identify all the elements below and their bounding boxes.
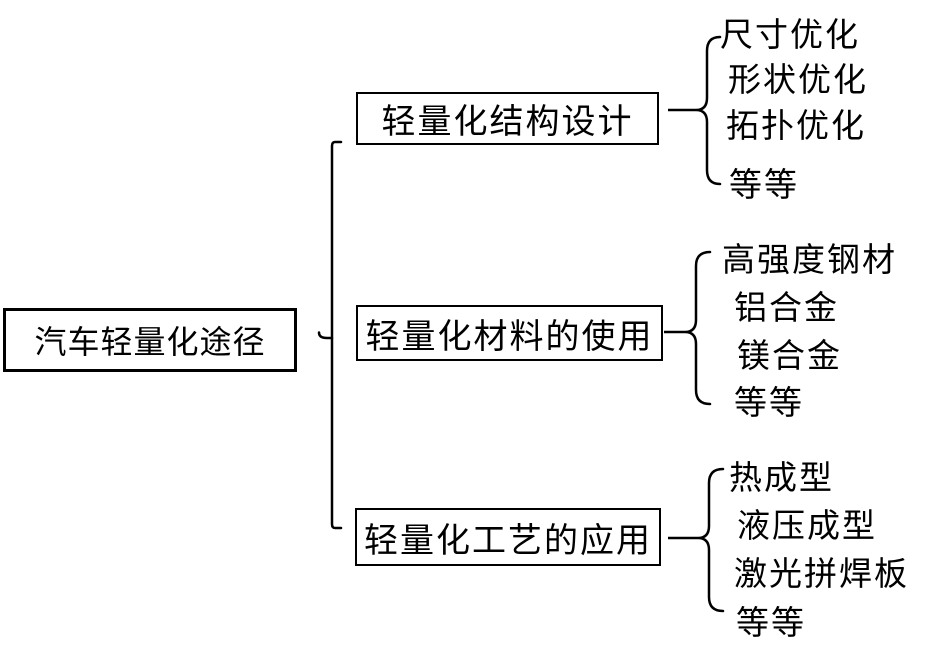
branch-node-structure-design: 轻量化结构设计: [356, 92, 659, 145]
branch2-curly-brace: [684, 250, 712, 406]
leaf-item: 镁合金: [737, 339, 842, 375]
branch1-curly-brace: [695, 35, 722, 186]
leaf-item: 尺寸优化: [720, 18, 860, 54]
branch-node-label: 轻量化工艺的应用: [364, 522, 652, 560]
leaf-item: 等等: [734, 386, 804, 422]
root-node: 汽车轻量化途径: [3, 308, 297, 372]
branch-node-label: 轻量化结构设计: [381, 104, 634, 141]
leaf-item: 热成型: [729, 461, 834, 497]
root-bracket: [330, 140, 343, 530]
leaf-item: 液压成型: [737, 509, 877, 545]
leaf-item: 激光拼焊板: [734, 557, 909, 593]
leaf-item: 形状优化: [728, 63, 868, 99]
leaf-item: 等等: [736, 606, 806, 642]
leaf-item: 铝合金: [734, 291, 839, 327]
branch-node-process-application: 轻量化工艺的应用: [355, 508, 661, 566]
branch3-curly-brace: [697, 467, 725, 613]
leaf-item: 等等: [729, 168, 799, 204]
leaf-item: 高强度钢材: [722, 243, 897, 279]
root-node-label: 汽车轻量化途径: [34, 324, 266, 360]
leaf-item: 拓扑优化: [726, 109, 866, 145]
root-connector-tick: [317, 331, 334, 340]
branch-node-label: 轻量化材料的使用: [365, 318, 654, 356]
branch-node-materials-use: 轻量化材料的使用: [356, 305, 663, 361]
